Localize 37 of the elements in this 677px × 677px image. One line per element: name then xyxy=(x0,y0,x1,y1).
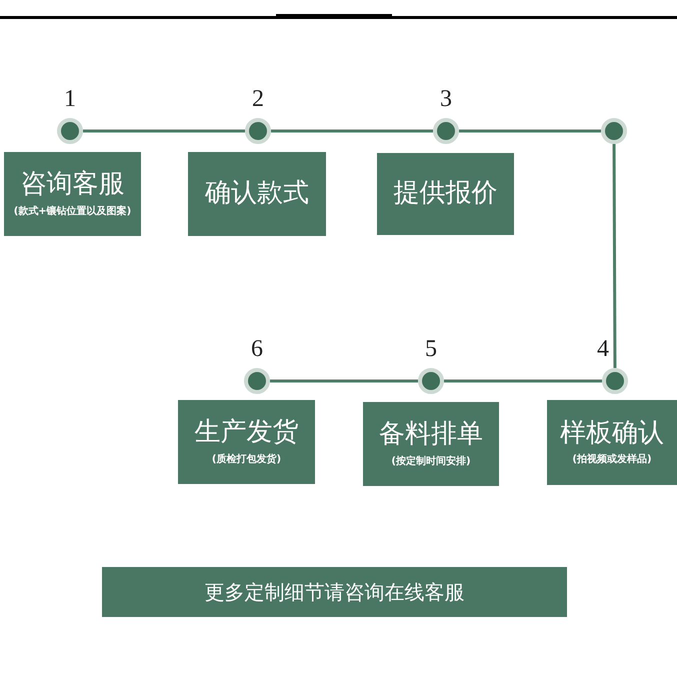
banner xyxy=(102,567,567,617)
step-title: 提供报价 xyxy=(394,179,498,209)
step-dot xyxy=(244,368,270,394)
step-note: (按定制时间安排) xyxy=(391,454,471,468)
connector-line xyxy=(271,130,433,132)
step-box xyxy=(377,153,514,235)
step-title: 确认款式 xyxy=(205,179,309,209)
step-dot xyxy=(57,118,83,144)
step-title: 生产发货 xyxy=(194,418,298,448)
step-number: 4 xyxy=(597,337,609,361)
step-box xyxy=(547,400,677,485)
step-box xyxy=(188,152,326,236)
connector-line xyxy=(444,380,602,382)
step-number: 1 xyxy=(64,87,76,111)
step-note: (拍视频或发样品) xyxy=(572,452,652,466)
step-dot xyxy=(602,368,628,394)
step-number: 2 xyxy=(252,87,264,111)
step-title: 样板确认 xyxy=(560,418,664,448)
step-box xyxy=(178,400,315,484)
step-number: 6 xyxy=(251,337,263,361)
step-dot xyxy=(433,118,459,144)
connector-line xyxy=(459,130,601,132)
step-number: 3 xyxy=(440,87,452,111)
step-box xyxy=(4,152,141,236)
connector-line xyxy=(612,144,616,368)
step-title: 备料排单 xyxy=(379,420,483,450)
connector-line xyxy=(83,130,245,132)
connector-line xyxy=(270,380,418,382)
step-dot xyxy=(601,118,627,144)
step-dot xyxy=(418,368,444,394)
step-dot xyxy=(245,118,271,144)
step-note: (质检打包发货) xyxy=(212,452,282,466)
step-number: 5 xyxy=(425,337,437,361)
step-title: 咨询客服 xyxy=(20,170,124,200)
step-box xyxy=(363,402,499,486)
step-title: 更多定制细节请咨询在线客服 xyxy=(204,580,464,604)
step-note: (款式+镶钻位置以及图案) xyxy=(14,204,132,218)
